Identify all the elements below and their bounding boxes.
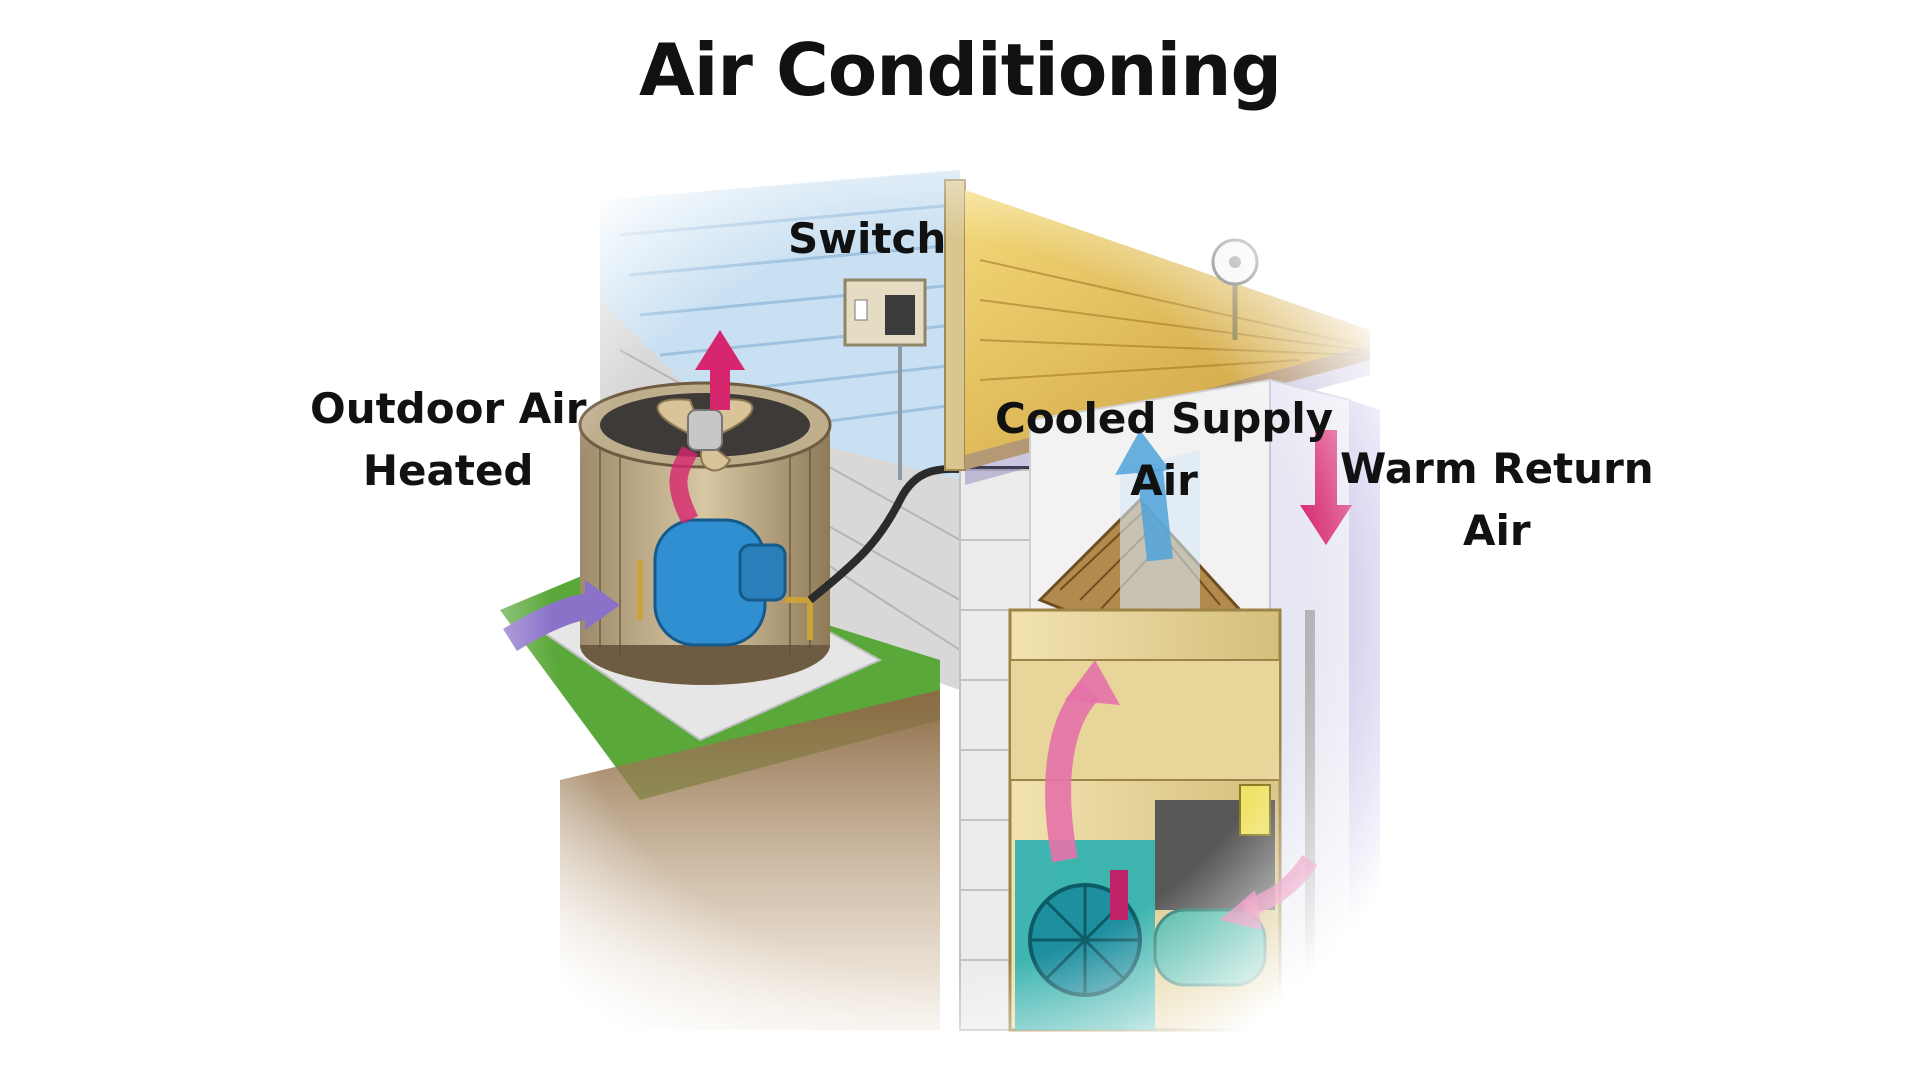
vignette: [480, 170, 1380, 1040]
label-outdoor-air-line2: Heated: [362, 446, 534, 495]
page-title: Air Conditioning: [638, 28, 1282, 112]
label-outdoor-air-line1: Outdoor Air: [310, 384, 587, 433]
label-cooled-supply-line1: Cooled Supply: [995, 394, 1334, 443]
label-switch-text: Switch: [788, 214, 947, 263]
label-cooled-supply-air: Cooled Supply Air: [995, 388, 1333, 512]
label-warm-return-line2: Air: [1463, 506, 1531, 555]
label-warm-return-air: Warm Return Air: [1340, 438, 1654, 562]
label-warm-return-line1: Warm Return: [1340, 444, 1654, 493]
label-switch: Switch: [788, 208, 946, 270]
label-cooled-supply-line2: Air: [1130, 456, 1198, 505]
label-outdoor-air-heated: Outdoor Air Heated: [310, 378, 586, 502]
